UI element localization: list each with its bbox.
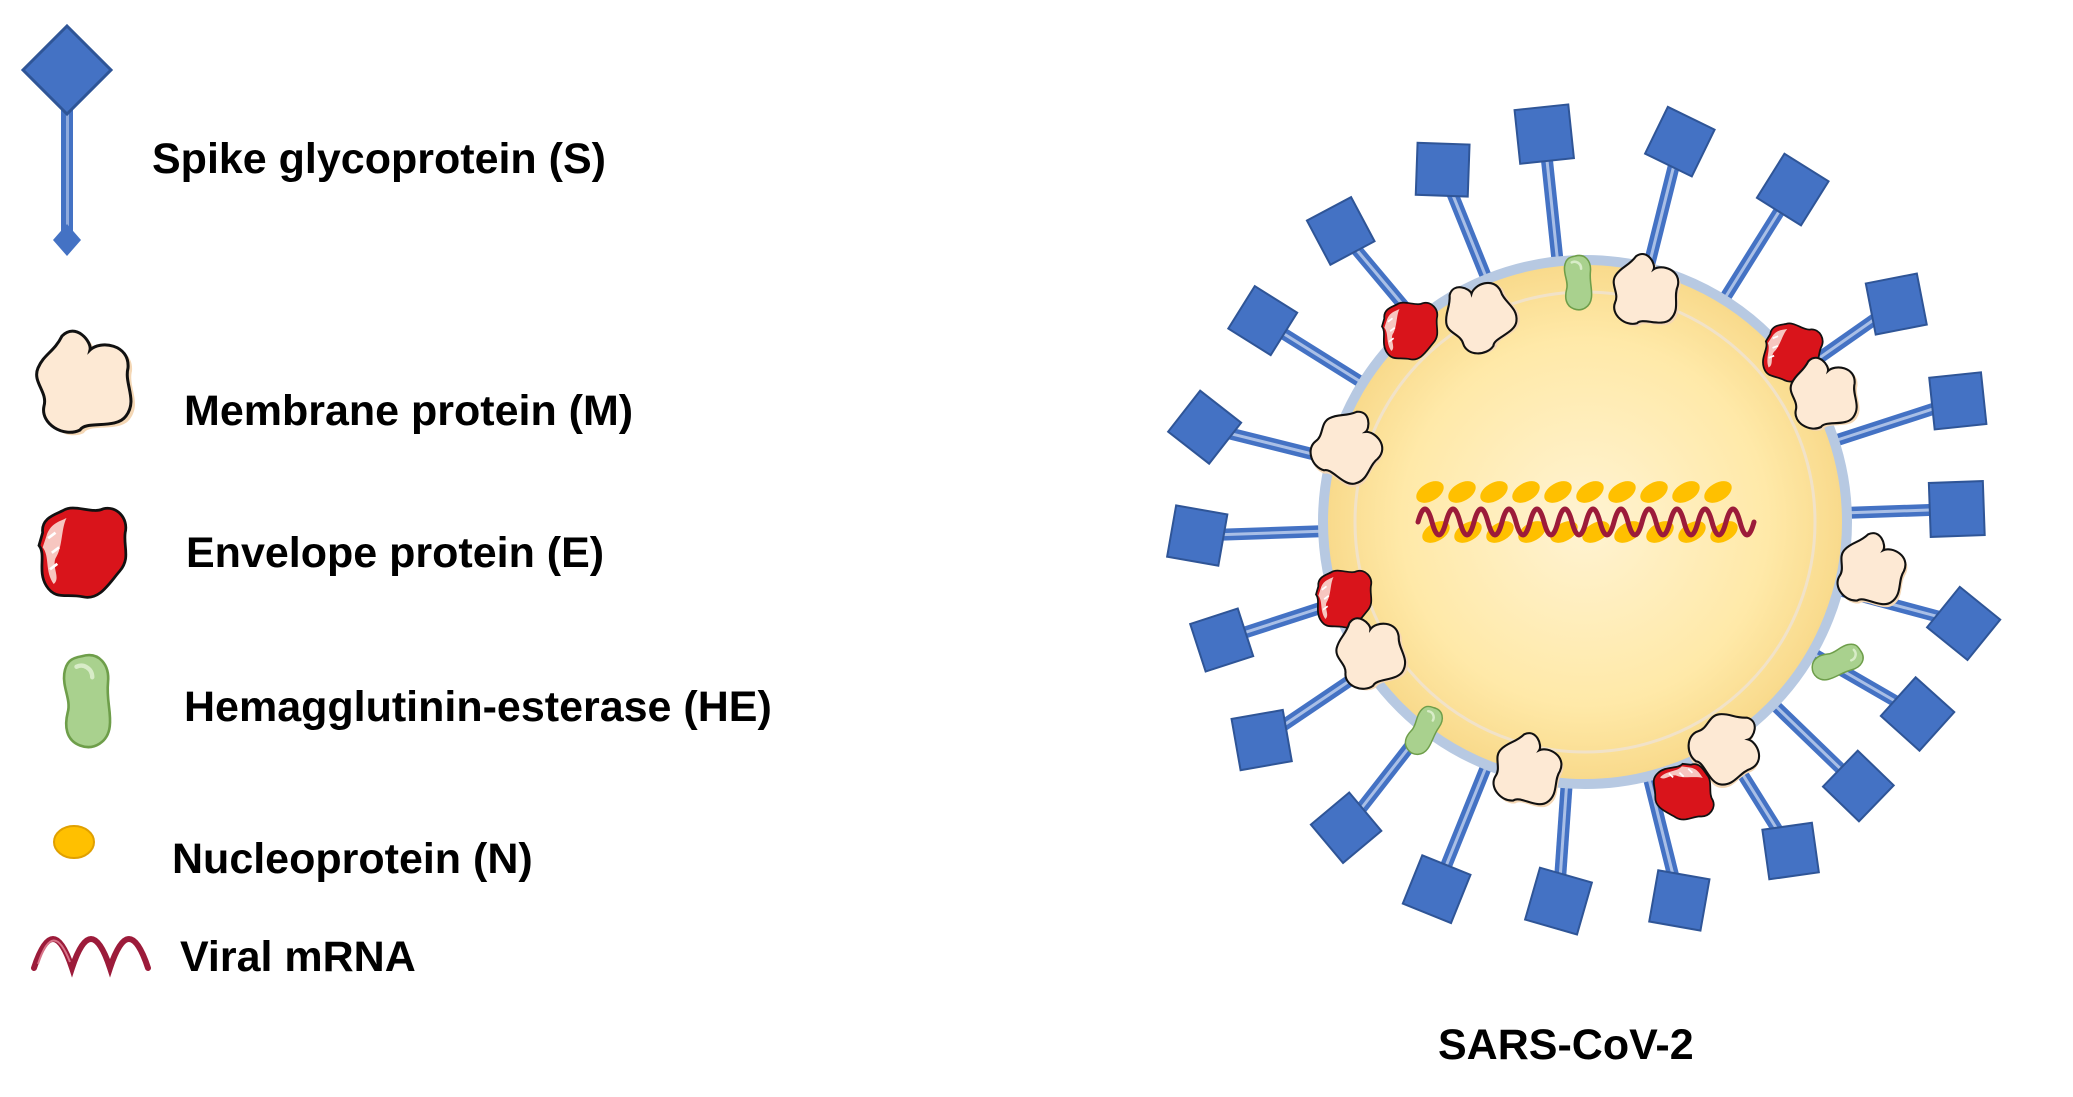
membrane-protein-icon <box>35 329 137 437</box>
hemagglutinin-esterase-icon <box>64 655 110 747</box>
nucleoprotein <box>1480 481 1508 503</box>
nucleoprotein <box>1448 481 1476 503</box>
legend-label-mrna: Viral mRNA <box>180 933 416 981</box>
hemagglutinin-esterase <box>1562 253 1594 312</box>
virus-label: SARS-CoV-2 <box>1438 1021 1694 1069</box>
legend-label-membrane: Membrane protein (M) <box>184 387 634 435</box>
nucleoprotein-icon <box>53 825 95 859</box>
legend-label-he: Hemagglutinin-esterase (HE) <box>184 683 772 731</box>
spike-glycoprotein-icon <box>20 23 114 256</box>
legend-label-nucleoprotein: Nucleoprotein (N) <box>172 835 533 883</box>
nucleoprotein <box>1512 481 1540 503</box>
viral-mrna-icon <box>31 936 151 978</box>
nucleoprotein <box>1416 481 1444 503</box>
nucleoprotein <box>1704 481 1732 503</box>
spike-protein <box>1165 504 1342 567</box>
nucleoprotein <box>1672 481 1700 503</box>
nucleoprotein <box>1576 481 1604 503</box>
legend-label-spike: Spike glycoprotein (S) <box>152 135 606 183</box>
sars-cov-2-virion <box>1165 103 2002 936</box>
legend-label-envelope: Envelope protein (E) <box>186 529 605 577</box>
nucleoprotein <box>1608 481 1636 503</box>
legend-icons <box>20 23 151 978</box>
nucleoprotein <box>1640 481 1668 503</box>
envelope-protein-icon <box>37 506 128 599</box>
virion-viral-mrna <box>1415 506 1757 538</box>
nucleoprotein <box>1544 481 1572 503</box>
nucleoprotein <box>1518 521 1546 543</box>
spike-protein <box>1414 141 1503 300</box>
